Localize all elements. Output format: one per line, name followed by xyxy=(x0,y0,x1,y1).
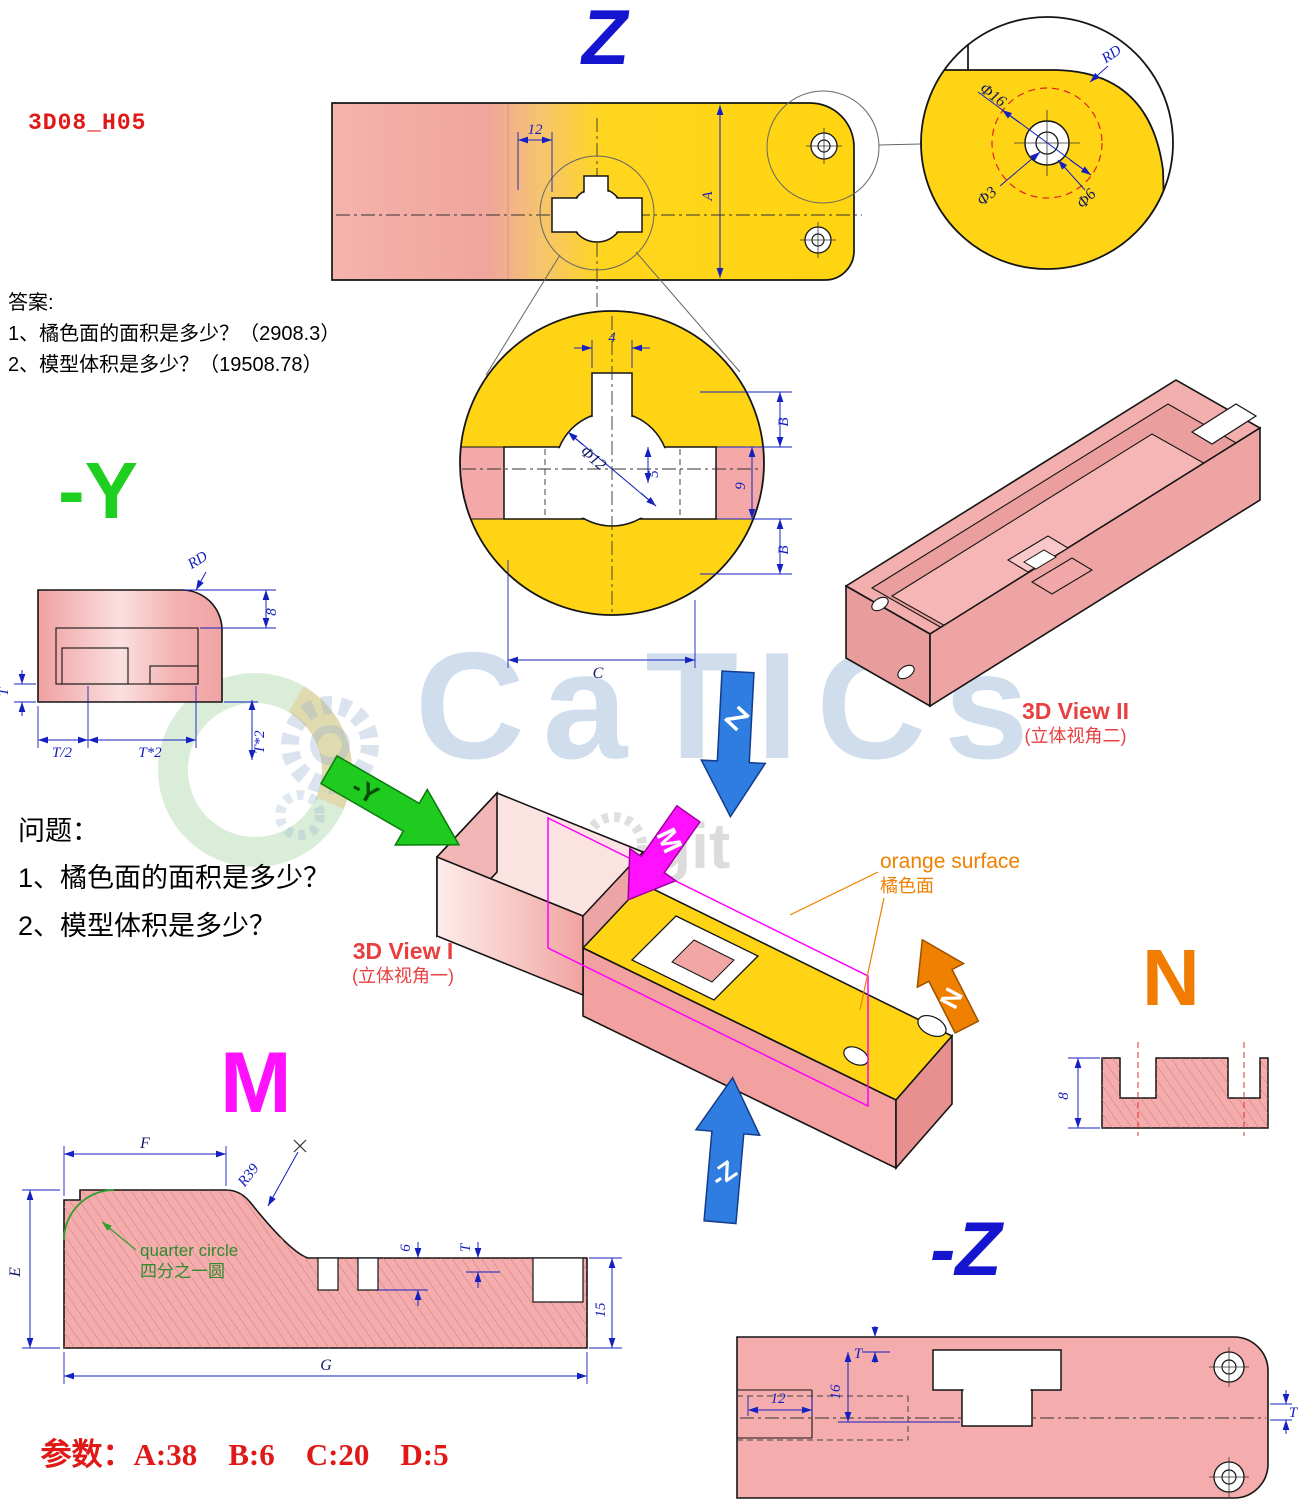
dim-negz-t-right: T xyxy=(1289,1405,1299,1421)
dim-negz-16: 16 xyxy=(828,1384,844,1400)
end-round-hole xyxy=(917,1014,947,1038)
view2-title-text: 3D View II xyxy=(1022,698,1129,724)
bolt-hole-right-top xyxy=(1209,1347,1249,1387)
orange-surface-zh: 橘色面 xyxy=(880,876,934,897)
detail-balloon-corner xyxy=(766,90,880,204)
doc-id: 3D08_H05 xyxy=(28,110,147,136)
view1-title-text: 3D View I xyxy=(352,938,454,964)
question-line-1: 1、橘色面的面积是多少？ xyxy=(18,863,331,894)
answers-block: 答案: 1、橘色面的面积是多少？（2908.3） 2、模型体积是多少？（1950… xyxy=(8,288,340,381)
quarter-circle-label: quarter circle 四分之一圆 xyxy=(140,1240,238,1283)
dim-n-8: 8 xyxy=(1056,1092,1072,1100)
dim-detail2-c: C xyxy=(593,665,604,682)
arrow-z: Z xyxy=(700,670,767,819)
dim-detail2-b-top: B xyxy=(776,417,792,426)
dim-detail2-5: 5 xyxy=(646,470,662,478)
dim-negz-12: 12 xyxy=(771,1391,787,1407)
dim-m-t: T xyxy=(458,1242,474,1252)
bolt-hole-bottom xyxy=(800,222,836,258)
section-plane-outline xyxy=(547,816,869,1108)
answer-line-1: 1、橘色面的面积是多少？（2908.3） xyxy=(8,323,341,345)
z-ortho-view: 12 A xyxy=(331,90,922,376)
question-line-2: 2、模型体积是多少？ xyxy=(18,910,277,941)
dim-m-6: 6 xyxy=(398,1244,414,1252)
dim-m-g: G xyxy=(320,1357,332,1374)
letter-neg-z: -Z xyxy=(930,1207,1004,1292)
dim-m-e: E xyxy=(7,1267,24,1278)
view2-isometric xyxy=(844,379,1262,708)
letter-m: M xyxy=(220,1035,292,1131)
neg-z-ortho-view: 12 16 T T xyxy=(736,1326,1299,1499)
t-slot xyxy=(932,1349,1062,1427)
dim-top-A: A xyxy=(700,191,716,202)
dim-negy-t-half: T/2 xyxy=(52,745,73,761)
quarter-circle-zh: 四分之一圆 xyxy=(140,1262,225,1282)
dim-m-r39: R39 xyxy=(234,1161,262,1191)
dim-detail2-9: 9 xyxy=(733,482,749,490)
view1-isometric xyxy=(435,790,954,1171)
quarter-circle-arc xyxy=(63,1189,115,1241)
parameters-label: 参数： xyxy=(40,1437,134,1473)
dim-negy-t2b: T*2 xyxy=(252,730,268,754)
questions-block: 问题： 1、橘色面的面积是多少？ 2、模型体积是多少？ xyxy=(18,808,330,950)
answers-title: 答案: xyxy=(8,292,54,314)
questions-title: 问题： xyxy=(18,816,99,846)
view2-subtitle: (立体视角二) xyxy=(1024,725,1127,746)
orange-surface-label: orange surface 橘色面 xyxy=(880,848,1020,899)
parameters-row1: A:38 B:6 C:20 D:5 xyxy=(133,1437,449,1473)
dim-m-15: 15 xyxy=(593,1302,609,1318)
quarter-circle-en: quarter circle xyxy=(140,1241,239,1260)
m-section-view: R39 F E G 15 6 T xyxy=(7,1135,622,1384)
dim-detail2-b-bot: B xyxy=(776,545,792,554)
bolt-hole-right-bottom xyxy=(1209,1457,1249,1497)
view-letters: Z -Y M N -Z xyxy=(58,0,1200,1292)
arrow-neg-z: -Z xyxy=(694,1076,761,1225)
bolt-hole-top xyxy=(806,128,842,164)
view2-title: 3D View II (立体视角二) xyxy=(1022,698,1129,747)
letter-n: N xyxy=(1142,933,1200,1022)
dim-m-f: F xyxy=(139,1135,150,1152)
orange-surface-leaders xyxy=(789,871,885,1011)
detail-view-corner: Φ16 Φ3 Φ6 RD xyxy=(920,16,1174,270)
dim-detail2-4: 4 xyxy=(608,330,616,346)
orange-surface-en: orange surface xyxy=(880,850,1021,873)
dim-negy-8: 8 xyxy=(264,608,280,616)
view1-title: 3D View I (立体视角一) xyxy=(352,938,454,987)
detail-balloon-slot xyxy=(539,155,655,271)
dim-negy-t2a: T*2 xyxy=(138,745,162,761)
answer-line-2: 2、模型体积是多少？（19508.78） xyxy=(8,354,323,376)
parameters-block: 参数：A:38 B:6 C:20 D:5 E:25 F:38 G:120 T:2 xyxy=(25,1383,460,1505)
keyhole-slot xyxy=(551,175,643,243)
letter-neg-y: -Y xyxy=(58,446,138,535)
end-window-hole xyxy=(1190,403,1258,445)
neg-y-ortho-view: RD 8 T T/2 T*2 T*2 xyxy=(0,548,280,761)
dim-negy-t: T xyxy=(0,686,12,696)
dim-negy-rd: RD xyxy=(184,548,210,573)
n-section-view: 8 xyxy=(1056,1042,1269,1136)
view1-subtitle: (立体视角一) xyxy=(352,965,454,986)
dim-top-12: 12 xyxy=(528,122,544,138)
dim-negz-t-top: T xyxy=(854,1346,864,1362)
letter-z: Z xyxy=(576,0,636,81)
detail-view-slot: Φ12 5 4 B 9 B C xyxy=(459,310,792,682)
